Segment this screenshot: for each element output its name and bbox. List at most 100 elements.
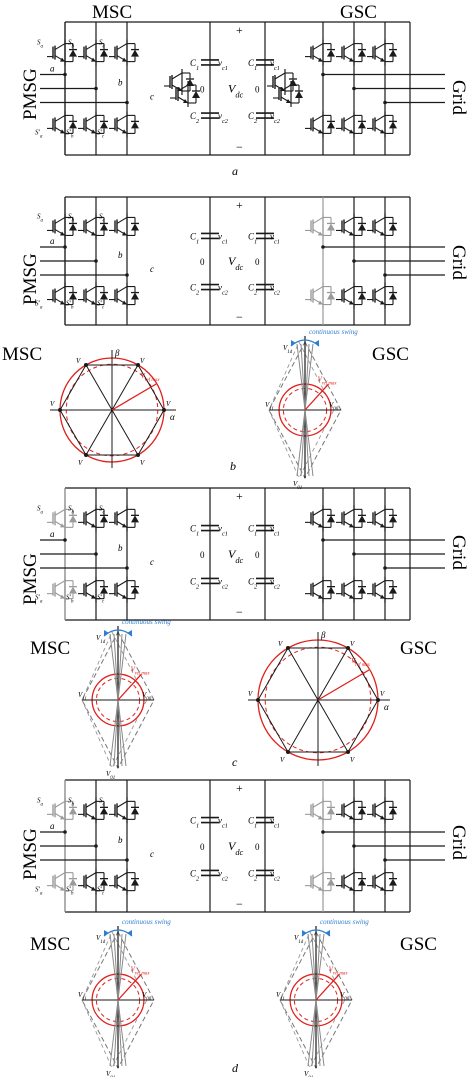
grid-label-b: Grid <box>448 245 469 280</box>
vdc-label: Vdc <box>228 254 244 272</box>
vector-label: V01 <box>304 1070 313 1077</box>
vector-label: V <box>50 400 55 408</box>
diode-triangle <box>358 586 366 594</box>
collector-lead <box>85 508 97 516</box>
emitter-arrow <box>91 815 96 820</box>
switch-top-label: Sa <box>37 796 44 807</box>
upper-switch <box>109 39 139 66</box>
caption-a: a <box>232 164 238 178</box>
collector-lead <box>116 43 128 51</box>
swing-vector <box>113 933 119 1001</box>
continuous-swing-label: continuous swing <box>122 918 171 926</box>
switch-bottom-label: S'b <box>66 300 74 311</box>
vector-label: V11 <box>78 991 87 1002</box>
swing-arrowhead <box>127 630 132 636</box>
space-vector <box>111 364 139 411</box>
minus-sign: − <box>236 605 243 619</box>
collector-lead <box>343 216 355 224</box>
switch-bottom-label: S'b <box>66 886 74 897</box>
lower-switch <box>78 576 108 603</box>
collector-lead <box>54 114 66 122</box>
collector-lead <box>343 286 355 294</box>
diode-triangle <box>131 807 139 815</box>
vc1-label: vc1 <box>218 58 228 72</box>
switch-bottom-label: S'a <box>35 594 43 605</box>
c2-label: C2 <box>190 576 200 590</box>
diode-triangle <box>358 223 366 231</box>
junction-dot <box>63 245 67 249</box>
junction-dot <box>383 566 387 570</box>
junction-dot <box>352 259 356 263</box>
midpoint-zero: 0 <box>255 85 260 95</box>
emitter-arrow <box>349 523 354 528</box>
swing-vector <box>307 933 317 1001</box>
c2-label: C2 <box>248 283 258 297</box>
phase-a-label: a <box>50 821 55 831</box>
swing-vector <box>113 999 119 1067</box>
diode-triangle <box>100 586 108 594</box>
diode-triangle <box>131 515 139 523</box>
switch-top-label: Sb <box>68 39 75 50</box>
emitter-arrow <box>380 129 385 134</box>
junction-dot <box>94 844 98 848</box>
diode-triangle <box>131 878 139 886</box>
collector-lead <box>54 872 66 880</box>
gsc-label-a: GSC <box>340 2 377 23</box>
diode-triangle <box>69 292 77 300</box>
vc2-label: vc2 <box>270 868 281 882</box>
junction-dot <box>352 844 356 848</box>
diode-triangle <box>69 878 77 886</box>
bidirectional-switch <box>170 81 200 107</box>
switch-top-label: Sc <box>99 796 106 807</box>
collector-lead <box>54 286 66 294</box>
lower-switch <box>305 576 335 603</box>
pmsg-label-c: PMSG <box>20 553 41 605</box>
upper-switch <box>336 505 366 532</box>
switch-bottom-label: S'c <box>97 594 105 605</box>
lower-switch <box>47 576 77 603</box>
vref-vector <box>117 673 142 701</box>
emitter-arrow <box>318 57 323 62</box>
collector-lead <box>343 580 355 588</box>
vector-label: V00 <box>340 991 350 1002</box>
emitter-arrow <box>122 57 127 62</box>
upper-switch <box>336 797 366 824</box>
lower-switch <box>336 868 366 895</box>
c2-label: C2 <box>190 868 200 882</box>
emitter-arrow <box>380 523 385 528</box>
vector-tip <box>84 362 88 367</box>
swing-arrowhead <box>314 340 319 346</box>
emitter-arrow <box>91 886 96 891</box>
vdc-label: Vdc <box>228 547 244 565</box>
lower-switch <box>109 282 139 309</box>
swing-vector <box>315 999 325 1067</box>
collector-lead <box>54 800 66 808</box>
collector-lead <box>374 216 386 224</box>
collector-lead <box>343 43 355 51</box>
lower-switch <box>305 111 335 138</box>
emitter-arrow <box>91 594 96 599</box>
emitter-arrow <box>91 57 96 62</box>
continuous-swing-label: continuous swing <box>122 618 171 626</box>
pmsg-label-b: PMSG <box>20 253 41 305</box>
junction-dot <box>63 830 67 834</box>
upper-switch <box>367 39 397 66</box>
switch-top-label: Sb <box>68 504 75 515</box>
vector-label: V <box>140 357 145 365</box>
phase-c-label: c <box>150 849 154 859</box>
vector-label: V <box>76 357 81 365</box>
lower-switch <box>336 111 366 138</box>
lower-switch <box>367 282 397 309</box>
plus-sign: + <box>236 489 243 503</box>
collector-lead <box>374 872 386 880</box>
collector-lead <box>54 43 66 51</box>
emitter-arrow <box>349 231 354 236</box>
vector-label: V00 <box>329 401 339 412</box>
diode-triangle <box>69 121 77 129</box>
c1-label: C1 <box>248 58 257 72</box>
upper-switch <box>367 797 397 824</box>
collector-lead <box>85 216 97 224</box>
minus-sign: − <box>236 310 243 324</box>
